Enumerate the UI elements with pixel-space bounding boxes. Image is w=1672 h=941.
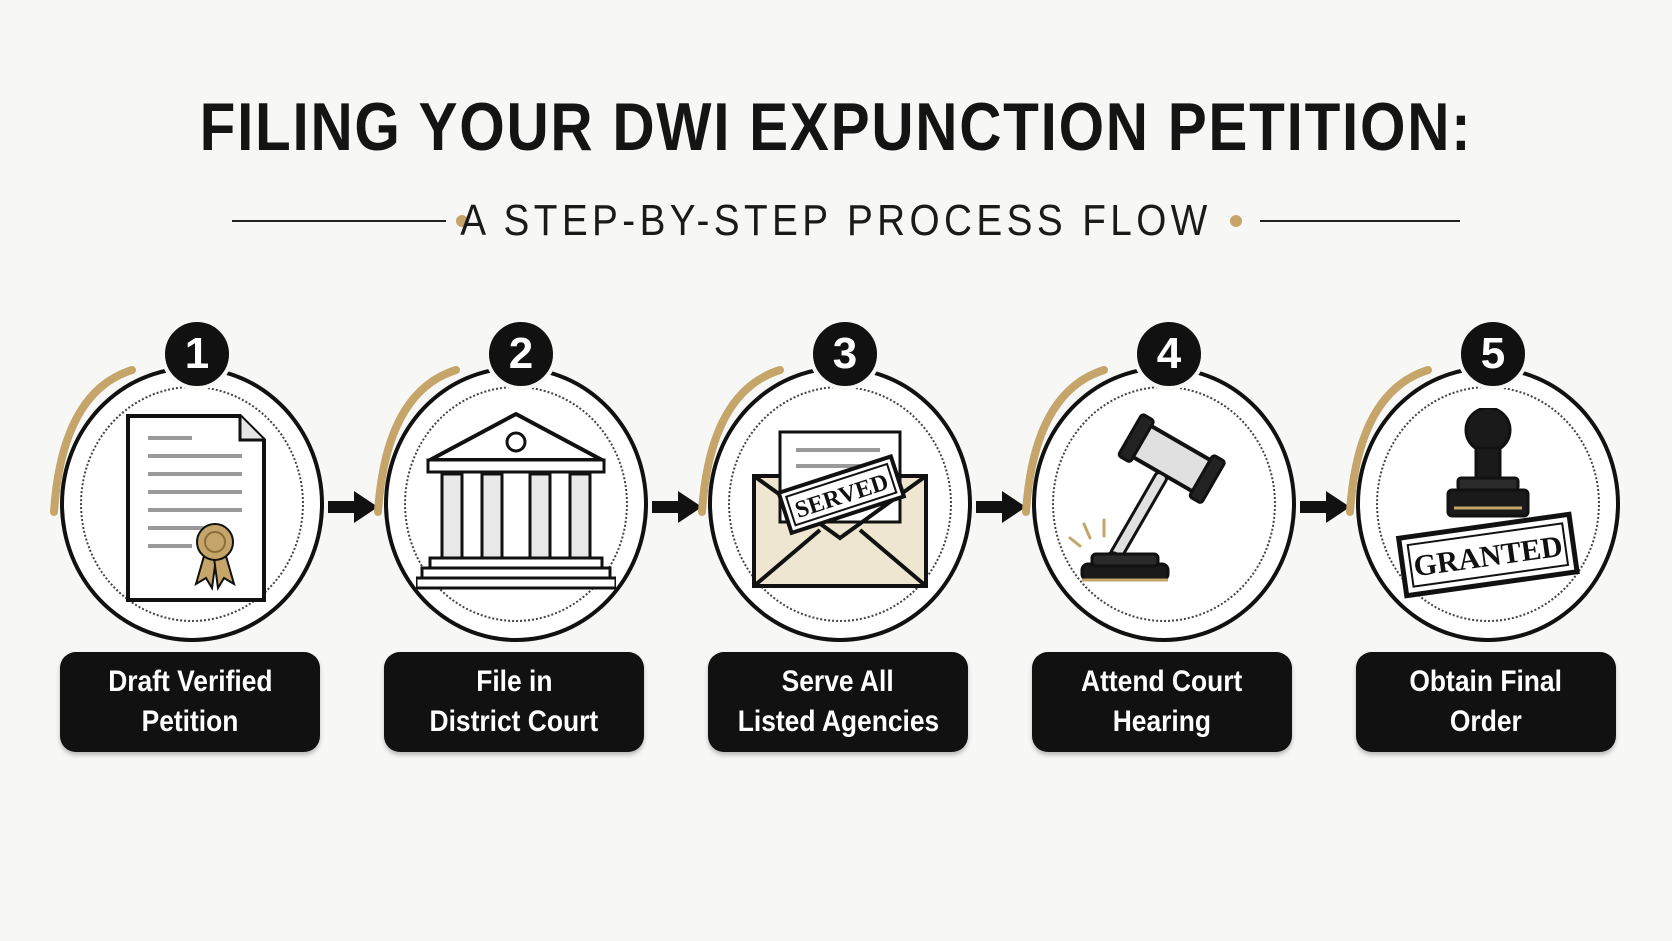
accent-dot-right (1230, 215, 1242, 227)
divider-right (1260, 220, 1460, 222)
step-label-line1: Obtain Final (1409, 665, 1563, 698)
accent-arc (698, 366, 784, 516)
step-label-line1: Serve All (781, 665, 895, 698)
step-number-badge: 4 (1133, 318, 1205, 390)
arrow-right-icon (1300, 491, 1350, 523)
accent-arc (1346, 366, 1432, 516)
step-1: 1 Draft Verified Petition (50, 318, 332, 758)
page-title: FILING YOUR DWI EXPUNCTION PETITION: (199, 89, 1473, 165)
page-subtitle: A STEP-BY-STEP PROCESS FLOW (460, 196, 1212, 245)
accent-arc (1022, 366, 1108, 516)
step-label-line2: Listed Agencies (737, 705, 939, 738)
step-label: Attend Court Hearing (1032, 652, 1292, 752)
accent-arc (50, 366, 136, 516)
step-label: Serve All Listed Agencies (708, 652, 968, 752)
document-seal-icon (92, 408, 292, 608)
envelope-served-icon: SERVED (740, 408, 940, 608)
step-label: Draft Verified Petition (60, 652, 320, 752)
step-number-badge: 1 (161, 318, 233, 390)
step-circle (1032, 366, 1296, 642)
step-label-line2: District Court (429, 705, 599, 738)
step-label-line2: Petition (141, 705, 239, 738)
step-3: 3 SERVED Serve All Listed Agencies (698, 318, 980, 758)
gavel-icon (1064, 408, 1264, 608)
subtitle-row: A STEP-BY-STEP PROCESS FLOW (0, 196, 1672, 246)
step-label-line1: File in (475, 665, 553, 698)
step-5: 5 GRANTED Obtain Final Order (1346, 318, 1628, 758)
arrow-right-icon (652, 491, 702, 523)
step-number-badge: 2 (485, 318, 557, 390)
arrow-right-icon (328, 491, 378, 523)
courthouse-icon (414, 408, 618, 608)
step-label-line1: Draft Verified (107, 665, 273, 698)
step-label-line1: Attend Court (1081, 665, 1243, 698)
step-number-badge: 5 (1457, 318, 1529, 390)
granted-stamp-icon: GRANTED (1388, 406, 1588, 608)
arrow-right-icon (976, 491, 1026, 523)
step-4: 4 Attend Court Hearing (1022, 318, 1304, 758)
step-2: 2 File in District Court (374, 318, 656, 758)
step-label: Obtain Final Order (1356, 652, 1616, 752)
accent-arc (374, 366, 460, 516)
step-number-badge: 3 (809, 318, 881, 390)
accent-dot-left (456, 215, 468, 227)
step-label: File in District Court (384, 652, 644, 752)
divider-left (232, 220, 446, 222)
step-label-line2: Order (1450, 705, 1522, 738)
step-label-line2: Hearing (1112, 705, 1212, 738)
